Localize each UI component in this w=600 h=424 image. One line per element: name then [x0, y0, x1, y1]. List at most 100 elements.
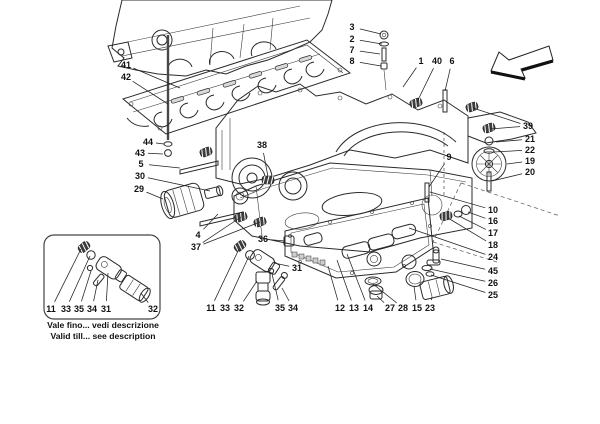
- leader-line-39: [489, 126, 521, 130]
- leader-line-41: [133, 67, 181, 89]
- callout-8: 8: [349, 56, 354, 66]
- callout-15: 15: [412, 303, 422, 313]
- leader-line-4: [203, 213, 219, 230]
- callout-2: 2: [349, 34, 354, 44]
- callout-14: 14: [363, 303, 373, 313]
- callout-11: 11: [206, 303, 216, 313]
- leader-line-36: [270, 239, 286, 242]
- drain-and-fittings: [364, 246, 454, 300]
- callout-10: 10: [488, 205, 498, 215]
- callout-17: 17: [488, 228, 498, 238]
- leader-line-11: [214, 248, 240, 301]
- leader-line-37: [202, 216, 242, 243]
- direction-arrow-icon: [490, 45, 554, 81]
- leader-line-33: [228, 255, 250, 301]
- caption-line-italian: Vale fino... vedi descrizione: [47, 320, 159, 330]
- callout-4: 4: [195, 230, 200, 240]
- leader-line-26: [429, 268, 486, 282]
- leader-line-40: [416, 68, 434, 103]
- callout-45: 45: [488, 266, 498, 276]
- leader-line-42: [132, 80, 169, 105]
- leader-line-34: [281, 287, 290, 302]
- leader-line-37: [203, 221, 261, 245]
- leader-line-33: [68, 255, 91, 302]
- leader-line-12: [327, 265, 339, 301]
- leader-line-3: [359, 28, 382, 35]
- leader-line-10: [429, 191, 486, 209]
- leader-line-32: [140, 292, 149, 303]
- banjo-fitting: [426, 246, 441, 266]
- leader-line-34: [93, 279, 99, 302]
- alignment-dashed-lines: [432, 182, 561, 263]
- callout-1: 1: [418, 56, 423, 66]
- leader-line-27: [376, 295, 385, 303]
- bolt-34: [272, 271, 288, 291]
- callout-29: 29: [134, 184, 144, 194]
- oil-sump-casting: [233, 132, 473, 253]
- callout-30: 30: [135, 171, 145, 181]
- callout-20: 20: [525, 167, 535, 177]
- union-fitting: [419, 275, 454, 300]
- callout-43: 43: [135, 148, 145, 158]
- leader-line-35: [81, 270, 92, 302]
- callout-22: 22: [525, 145, 535, 155]
- leader-line-31: [106, 272, 109, 302]
- inset-sender-32: [119, 274, 151, 303]
- callout-23: 23: [425, 303, 435, 313]
- leader-line-17: [458, 215, 486, 230]
- callout-37: 37: [191, 242, 201, 252]
- fastener-stack: [379, 30, 389, 91]
- callout-28: 28: [398, 303, 408, 313]
- engine-block: [107, 0, 333, 77]
- callout-39: 39: [523, 121, 533, 131]
- callout-11: 11: [46, 304, 56, 314]
- sump-cover-plate: [284, 197, 434, 279]
- caption-line-english: Valid till... see description: [50, 331, 155, 341]
- callout-7: 7: [349, 45, 354, 55]
- callout-44: 44: [143, 137, 153, 147]
- leader-line-15: [413, 285, 417, 301]
- leader-line-25: [430, 274, 486, 293]
- leader-line-39: [472, 107, 521, 124]
- callout-25: 25: [488, 290, 498, 300]
- leader-line-24: [408, 227, 486, 255]
- leader-line-32: [243, 280, 258, 302]
- callout-35: 35: [275, 303, 285, 313]
- oil-filter: [160, 182, 224, 220]
- leader-line-20: [491, 173, 523, 182]
- callout-34: 34: [87, 304, 97, 314]
- leader-line-35: [271, 273, 279, 301]
- callout-33: 33: [61, 304, 71, 314]
- leader-line-31: [273, 262, 290, 267]
- callout-40: 40: [432, 56, 442, 66]
- leader-line-1: [402, 67, 417, 88]
- leader-line-13: [336, 259, 352, 301]
- leader-line-19: [506, 161, 523, 165]
- leader-line-11: [54, 248, 82, 302]
- callout-36: 36: [258, 234, 268, 244]
- sender-assembly-main: [232, 238, 288, 306]
- callout-27: 27: [385, 303, 395, 313]
- leader-line-8: [359, 62, 382, 67]
- callout-21: 21: [525, 134, 535, 144]
- windage-tray: [121, 39, 352, 135]
- inset-variant-box: [43, 234, 161, 320]
- callout-42: 42: [121, 72, 131, 82]
- leader-line-30: [147, 177, 211, 192]
- leader-line-28: [372, 283, 398, 304]
- leader-line-7: [359, 50, 381, 55]
- filter-union: [203, 185, 224, 199]
- leader-line-45: [440, 258, 486, 270]
- callout-5: 5: [138, 159, 143, 169]
- leader-line-38: [263, 152, 269, 178]
- callout-19: 19: [525, 156, 535, 166]
- callout-18: 18: [488, 240, 498, 250]
- leader-line-21: [495, 139, 523, 143]
- callout-9: 9: [446, 152, 451, 162]
- callout-32: 32: [234, 303, 244, 313]
- callout-38: 38: [257, 140, 267, 150]
- leader-lines: [54, 28, 523, 304]
